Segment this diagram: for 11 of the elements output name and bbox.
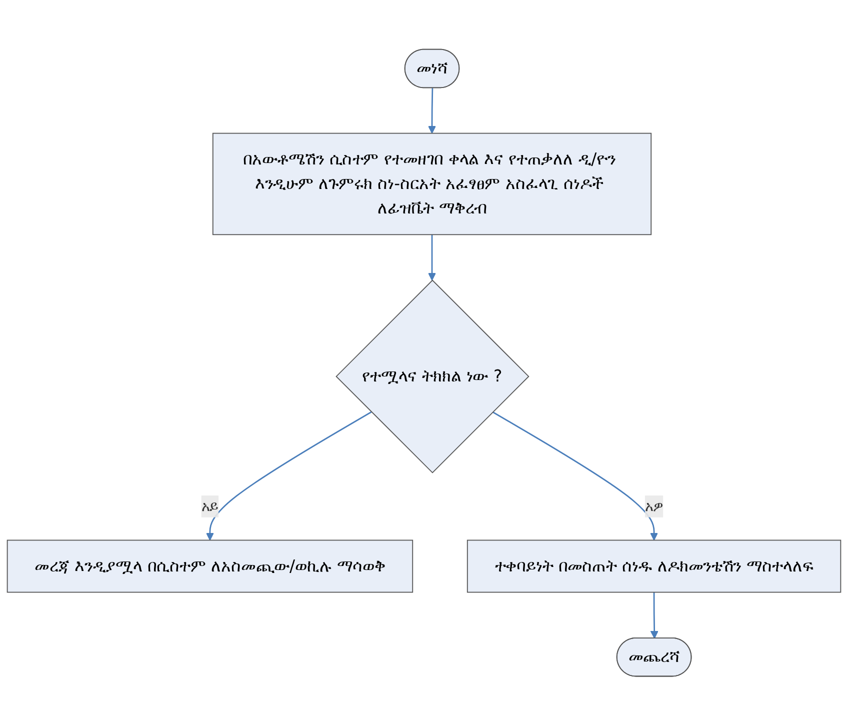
node-box: መረጃ እንዲያሟላ በሲስተም ለአስመጪው/ወኪሉ ማሳወቅ xyxy=(6,539,414,592)
edge-label: አይ xyxy=(201,497,219,514)
node-diamond: የተሟላና ትክክል ነው ? xyxy=(336,279,530,474)
arrow xyxy=(492,411,658,540)
arrow xyxy=(428,234,436,280)
arrow xyxy=(206,411,372,540)
arrow xyxy=(650,592,658,638)
node-box: ተቀባይነት በመስጠት ሰነዱ ለዶክመንቴሽን ማስተላለፍ xyxy=(466,539,842,592)
node-box: በአውቶሜሽን ሲስተም የተመዘገበ ቀላል እና የተጠቃለለ ዲ/ዮን እንዲሁም ለጉምሩክ ስነ-ስርአት አፈፃፀም አስፈላጊ ሰነዶች ለፊዝቬት ማቅረብ xyxy=(212,132,652,235)
arrow xyxy=(428,88,436,134)
edge-label: አዎ xyxy=(644,497,664,514)
